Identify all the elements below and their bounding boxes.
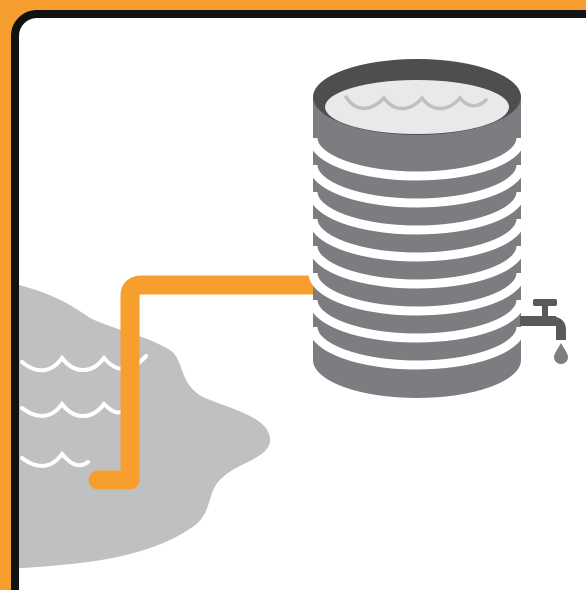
tap-handle <box>533 299 557 306</box>
tap-stem <box>542 306 548 318</box>
water-tank <box>313 59 521 398</box>
tank-water-surface <box>325 80 509 134</box>
